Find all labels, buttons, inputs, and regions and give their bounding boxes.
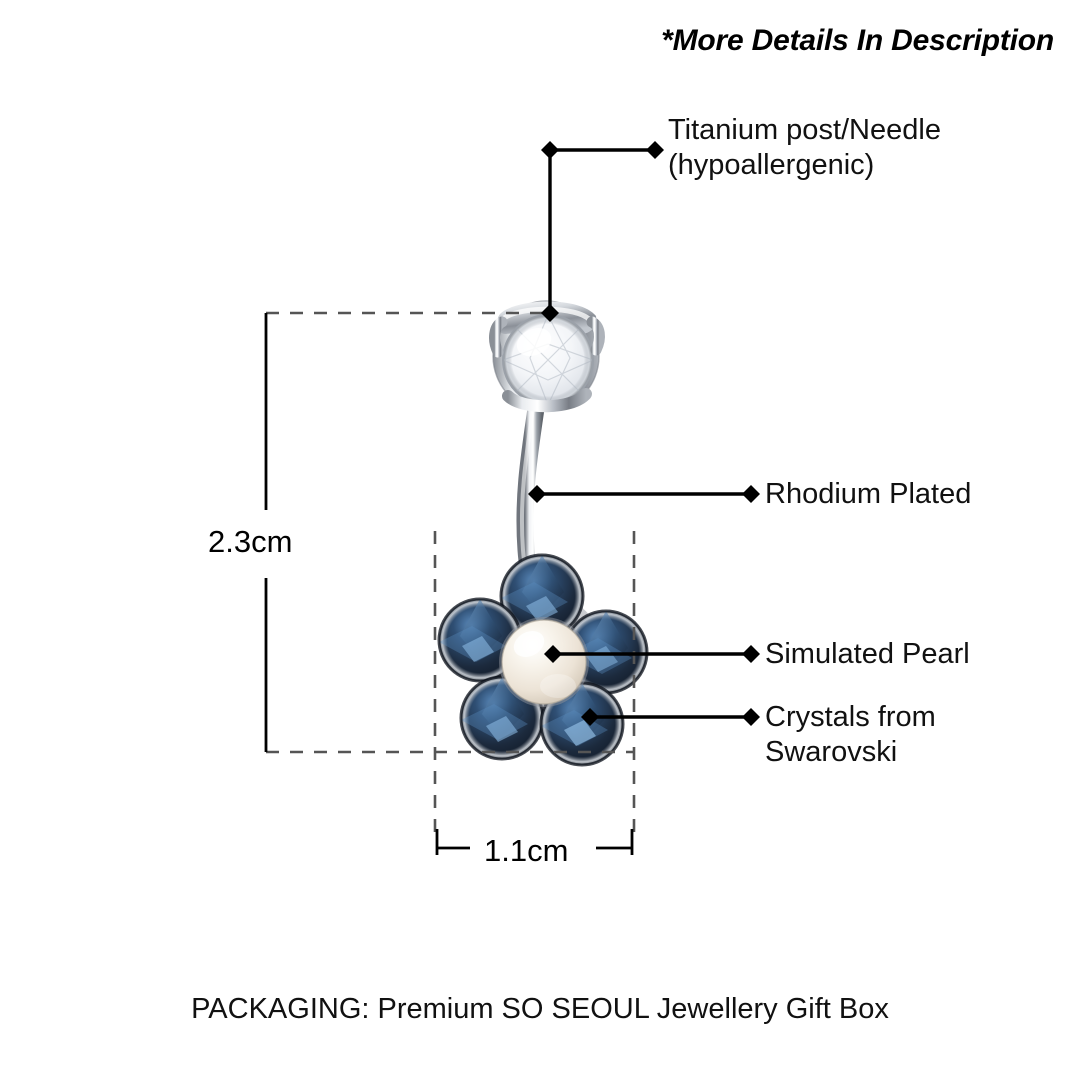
product-image xyxy=(430,300,660,770)
callout-simulated-pearl: Simulated Pearl xyxy=(765,638,970,670)
callout-titanium-post: Titanium post/Needle (hypoallergenic) xyxy=(668,114,941,182)
leader-titanium-post xyxy=(541,141,664,322)
callout-rhodium-plated: Rhodium Plated xyxy=(765,478,972,510)
packaging-note: PACKAGING: Premium SO SEOUL Jewellery Gi… xyxy=(191,993,889,1025)
header-note: *More Details In Description xyxy=(661,24,1054,57)
simulated-pearl xyxy=(499,617,589,707)
dimension-width-label: 1.1cm xyxy=(484,833,569,868)
callout-crystals-swarovski: Crystals from Swarovski xyxy=(765,701,936,769)
dimension-height-label: 2.3cm xyxy=(208,524,293,559)
